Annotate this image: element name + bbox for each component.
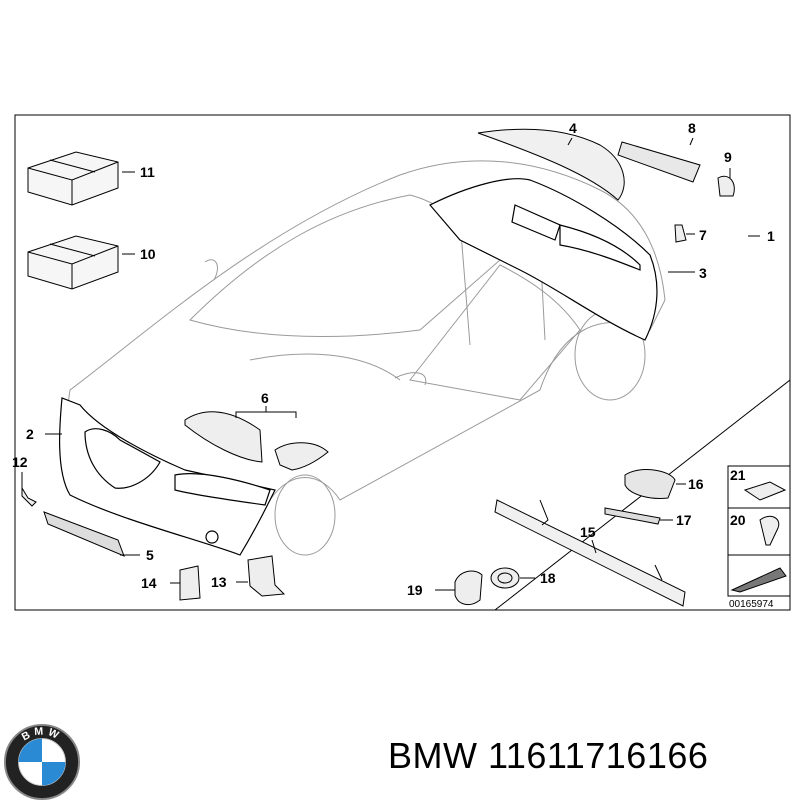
- rear-bumper: [429, 178, 658, 341]
- part-number: 11611716166: [488, 735, 709, 776]
- callout-17: 17: [676, 512, 692, 528]
- bmw-logo: BMW: [3, 723, 81, 801]
- grille-trim: [43, 511, 125, 557]
- callout-14: 14: [141, 575, 157, 591]
- callout-4: 4: [569, 120, 577, 136]
- callout-8: 8: [688, 120, 696, 136]
- callout-19: 19: [407, 582, 423, 598]
- reflector-trim: [617, 141, 701, 183]
- callout-21: 21: [730, 467, 746, 483]
- callout-6: 6: [261, 390, 269, 406]
- callout-3: 3: [699, 265, 707, 281]
- leader-lines: [21, 137, 760, 591]
- rear-spoiler: [477, 128, 625, 201]
- air-ducts: [184, 411, 329, 471]
- clip-part: [21, 486, 37, 507]
- callout-18: 18: [540, 570, 556, 586]
- carton-box-10: [27, 235, 119, 290]
- moulding-strip: [604, 507, 661, 525]
- cap-part: [717, 175, 735, 197]
- callout-13: 13: [211, 574, 227, 590]
- bumper-carrier: [494, 499, 686, 607]
- document-number: 00165974: [729, 599, 774, 610]
- callout-2: 2: [26, 426, 34, 442]
- callout-10: 10: [140, 246, 156, 262]
- small-bracket: [674, 224, 687, 243]
- callout-12: 12: [12, 454, 28, 470]
- callout-5: 5: [146, 547, 154, 563]
- callout-11: 11: [140, 164, 155, 180]
- callout-15: 15: [580, 524, 596, 540]
- callout-1: 1: [767, 228, 775, 244]
- callout-20: 20: [730, 512, 746, 528]
- fog-lamp: [490, 567, 520, 589]
- parts-diagram: 4 8 9 1 7 3 11 10 2 6 12 5 14 13 16 17 1…: [12, 114, 791, 611]
- callout-9: 9: [724, 149, 732, 165]
- car-outline: [67, 160, 666, 556]
- bracket-14: [179, 565, 201, 601]
- callout-16: 16: [688, 476, 704, 492]
- carton-box-11: [27, 151, 119, 206]
- hardware-legend: [727, 465, 791, 597]
- bracket-13: [247, 555, 286, 597]
- part-caption: BMW 11611716166: [388, 736, 708, 776]
- diagram-frame: [14, 114, 791, 611]
- front-bumper: [58, 397, 276, 556]
- callout-7: 7: [699, 227, 707, 243]
- brand-name: BMW: [388, 735, 478, 776]
- fog-lamp-grille: [624, 469, 676, 499]
- fog-lamp-holder: [454, 570, 483, 606]
- logo-letter-m: M: [34, 725, 47, 738]
